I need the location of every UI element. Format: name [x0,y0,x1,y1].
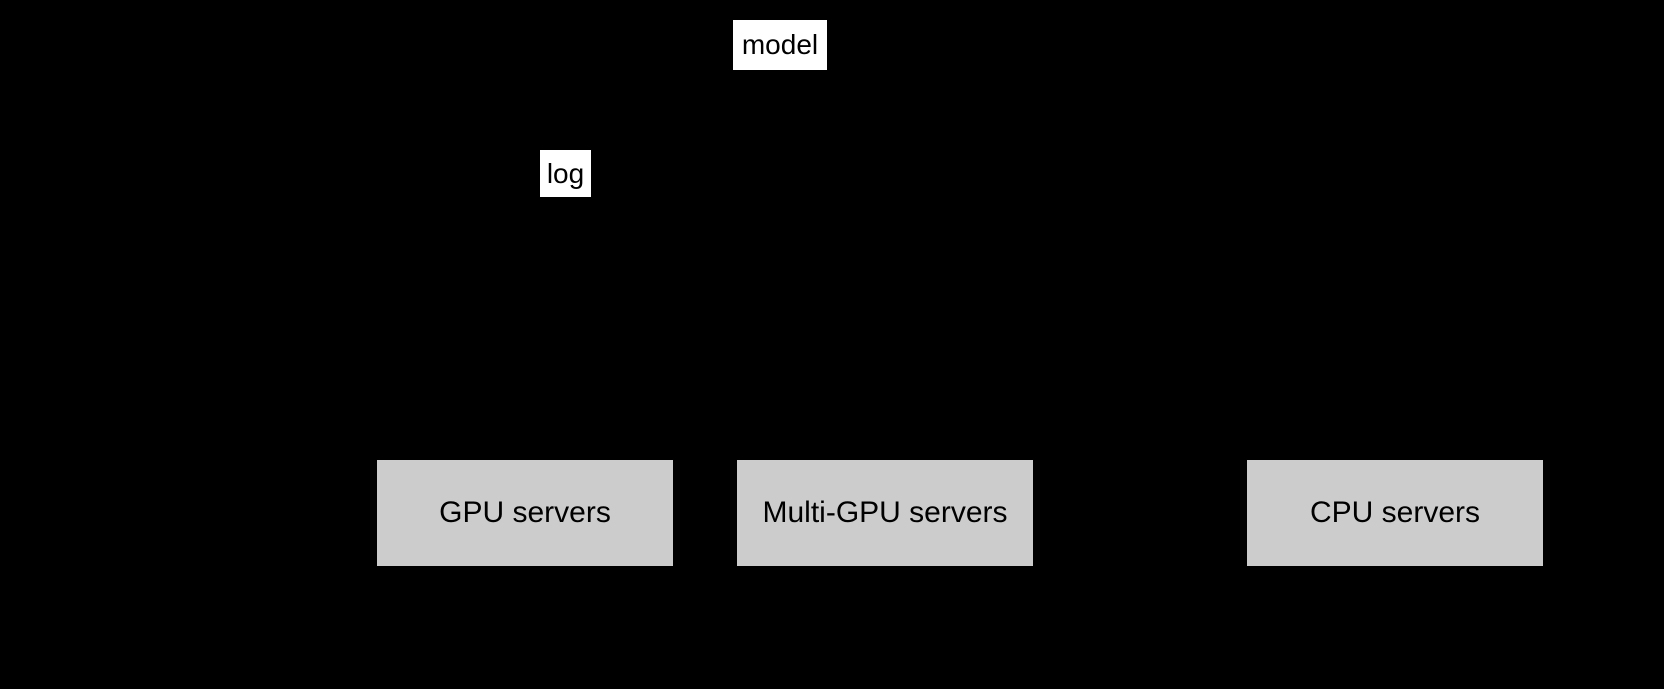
gpu-servers-node-label: GPU servers [439,496,611,529]
cpu-servers-node: CPU servers [1246,459,1544,567]
model-node-label: model [741,29,819,60]
multi-gpu-servers-node: Multi-GPU servers [736,459,1034,567]
log-node-label: log [546,157,585,189]
cpu-servers-node-label: CPU servers [1309,496,1481,529]
gpu-servers-node: GPU servers [376,459,674,567]
model-node: model [732,19,828,71]
log-node: log [539,149,592,198]
multi-gpu-servers-node-label: Multi-GPU servers [762,496,1008,529]
